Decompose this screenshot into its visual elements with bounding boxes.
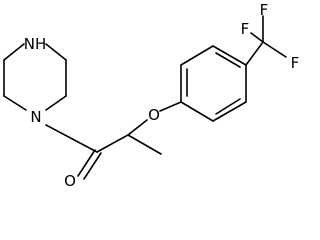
bond-ring-left-to-n	[3, 95, 27, 111]
atom-label-n: N	[30, 108, 41, 126]
bond-carbonyl-double-a	[77, 149, 96, 177]
bond-n-carbonyl	[45, 124, 98, 153]
bond-ring-right-to-n	[45, 95, 67, 111]
atom-label-o-ether: O	[148, 106, 160, 124]
bond-benzene-5	[212, 101, 247, 122]
bond-ether-o-ring	[159, 101, 182, 112]
chemical-structure-diagram: NH N O O F F F	[3, 1, 300, 189]
bond-cf-right	[262, 41, 287, 58]
atom-label-f-top: F	[260, 1, 269, 19]
bond-ch-methyl	[127, 134, 162, 155]
bond-benzene-6	[180, 101, 214, 122]
atom-label-o-carbonyl: O	[64, 172, 76, 189]
atom-label-f-left: F	[241, 20, 250, 38]
atom-label-nh: NH	[24, 35, 47, 53]
bond-ring-nh-left	[3, 43, 25, 61]
bond-benzene-2	[180, 45, 214, 66]
bond-ring-nh-right	[45, 43, 67, 61]
bond-ch-ether-o	[127, 119, 148, 136]
bond-benzene-inner-c	[215, 98, 241, 115]
bond-carbonyl-ch	[96, 134, 129, 153]
atom-label-f-right: F	[291, 54, 300, 72]
bond-carbonyl-double-b	[83, 152, 102, 180]
bond-benzene-3	[212, 45, 247, 66]
bond-cf-left	[250, 32, 264, 43]
bond-benzene-inner-b	[215, 52, 241, 68]
bond-ring-cf3	[245, 41, 264, 66]
